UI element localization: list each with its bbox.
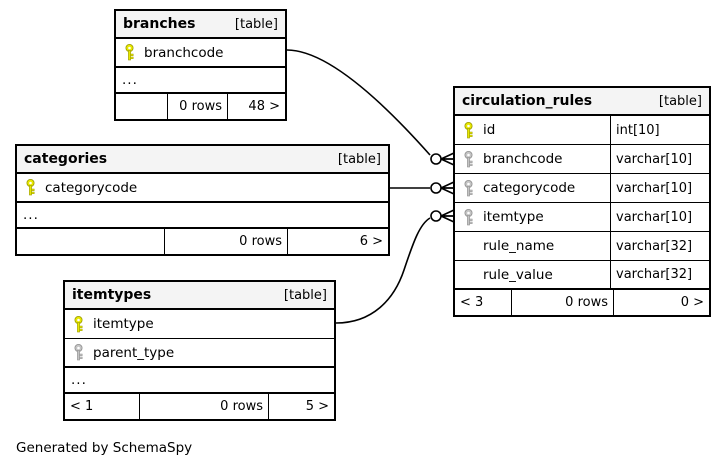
table-categories[interactable]: categories [table] categorycode ... 0 ro… xyxy=(15,144,390,256)
column-circulation-rules-itemtype-main: itemtype xyxy=(455,203,610,231)
cardinality-zero-marker xyxy=(430,153,442,165)
column-circulation-rules-rule-name-type: varchar[32] xyxy=(610,232,709,260)
column-circulation-rules-rule-value-main: rule_value xyxy=(455,261,610,288)
table-branches-footer-rows: 0 rows xyxy=(168,94,228,119)
column-itemtypes-parent-type-main: parent_type xyxy=(65,339,334,366)
table-itemtypes[interactable]: itemtypes [table] itemtype parent_type .… xyxy=(63,280,336,421)
diagram-caption: Generated by SchemaSpy xyxy=(16,440,193,456)
column-circulation-rules-itemtype-label: itemtype xyxy=(483,209,544,225)
column-circulation-rules-itemtype[interactable]: itemtype varchar[10] xyxy=(455,203,709,232)
table-circulation-rules-header: circulation_rules [table] xyxy=(455,88,709,116)
column-circulation-rules-branchcode-type: varchar[10] xyxy=(610,145,709,173)
column-circulation-rules-branchcode-label: branchcode xyxy=(483,151,563,167)
primary-key-icon xyxy=(24,179,37,196)
table-branches-header: branches [table] xyxy=(116,11,285,39)
column-circulation-rules-categorycode-type: varchar[10] xyxy=(610,174,709,202)
table-branches[interactable]: branches [table] branchcode ... 0 rows 4… xyxy=(114,9,287,121)
table-itemtypes-kind: [table] xyxy=(283,287,327,303)
relationship-categories-circulation-rules xyxy=(390,181,455,195)
primary-key-icon xyxy=(462,121,475,139)
column-circulation-rules-id-type: int[10] xyxy=(610,116,709,144)
table-circulation-rules-footer: < 3 0 rows 0 > xyxy=(455,290,709,315)
column-circulation-rules-id-label: id xyxy=(483,122,496,138)
column-circulation-rules-itemtype-type: varchar[10] xyxy=(610,203,709,231)
column-itemtypes-itemtype-label: itemtype xyxy=(93,316,154,332)
column-circulation-rules-rule-name[interactable]: rule_name varchar[32] xyxy=(455,232,709,261)
column-circulation-rules-rule-value[interactable]: rule_value varchar[32] xyxy=(455,261,709,290)
table-categories-footer: 0 rows 6 > xyxy=(17,229,388,254)
foreign-key-icon xyxy=(462,179,475,197)
primary-key-icon xyxy=(72,315,85,333)
column-circulation-rules-rule-value-type: varchar[32] xyxy=(610,261,709,288)
column-branches-branchcode-main: branchcode xyxy=(116,39,285,66)
table-branches-more: ... xyxy=(116,68,285,94)
column-categories-categorycode-main: categorycode xyxy=(17,174,388,201)
table-itemtypes-footer-rows: 0 rows xyxy=(140,394,269,419)
column-circulation-rules-branchcode-main: branchcode xyxy=(455,145,610,173)
table-itemtypes-more: ... xyxy=(65,368,334,394)
table-itemtypes-header: itemtypes [table] xyxy=(65,282,334,310)
column-circulation-rules-id[interactable]: id int[10] xyxy=(455,116,709,145)
column-circulation-rules-id-main: id xyxy=(455,116,610,144)
table-categories-footer-left[interactable] xyxy=(17,229,165,254)
table-branches-kind: [table] xyxy=(234,16,278,32)
foreign-key-icon xyxy=(462,150,475,168)
table-circulation-rules[interactable]: circulation_rules [table] id int[10] bra… xyxy=(453,86,711,317)
table-circulation-rules-name: circulation_rules xyxy=(462,93,593,109)
table-itemtypes-name: itemtypes xyxy=(72,287,152,303)
table-circulation-rules-footer-left[interactable]: < 3 xyxy=(455,290,512,315)
table-branches-footer-left[interactable] xyxy=(116,94,168,119)
primary-key-icon xyxy=(123,44,136,61)
column-itemtypes-itemtype-main: itemtype xyxy=(65,310,334,338)
column-branches-branchcode[interactable]: branchcode xyxy=(116,39,285,68)
table-branches-footer: 0 rows 48 > xyxy=(116,94,285,119)
table-circulation-rules-kind: [table] xyxy=(658,93,702,109)
table-circulation-rules-footer-right[interactable]: 0 > xyxy=(680,295,704,310)
table-itemtypes-footer: < 1 0 rows 5 > xyxy=(65,394,334,419)
column-itemtypes-itemtype[interactable]: itemtype xyxy=(65,310,334,339)
column-circulation-rules-categorycode[interactable]: categorycode varchar[10] xyxy=(455,174,709,203)
table-categories-kind: [table] xyxy=(337,151,381,167)
column-branches-branchcode-label: branchcode xyxy=(144,44,224,61)
table-categories-footer-rows: 0 rows xyxy=(165,229,288,254)
column-itemtypes-parent-type-label: parent_type xyxy=(93,344,175,361)
foreign-key-icon xyxy=(72,344,85,361)
column-categories-categorycode[interactable]: categorycode xyxy=(17,174,388,203)
column-circulation-rules-rule-name-main: rule_name xyxy=(455,232,610,260)
column-circulation-rules-rule-value-label: rule_value xyxy=(483,266,553,283)
table-categories-footer-right[interactable]: 6 > xyxy=(359,234,383,249)
column-itemtypes-parent-type[interactable]: parent_type xyxy=(65,339,334,368)
column-circulation-rules-branchcode[interactable]: branchcode varchar[10] xyxy=(455,145,709,174)
table-branches-name: branches xyxy=(123,16,196,32)
column-circulation-rules-categorycode-label: categorycode xyxy=(483,180,576,196)
table-categories-header: categories [table] xyxy=(17,146,388,174)
column-circulation-rules-categorycode-main: categorycode xyxy=(455,174,610,202)
cardinality-zero-marker xyxy=(430,182,442,194)
table-circulation-rules-footer-rows: 0 rows xyxy=(512,290,614,315)
table-branches-footer-right[interactable]: 48 > xyxy=(248,99,280,114)
table-itemtypes-footer-left[interactable]: < 1 xyxy=(65,394,140,419)
column-circulation-rules-rule-name-label: rule_name xyxy=(483,238,555,254)
column-categories-categorycode-label: categorycode xyxy=(45,179,138,196)
table-categories-name: categories xyxy=(24,151,108,167)
table-itemtypes-footer-right[interactable]: 5 > xyxy=(305,399,329,414)
foreign-key-icon xyxy=(462,208,475,226)
table-categories-more: ... xyxy=(17,203,388,229)
cardinality-zero-marker xyxy=(430,210,442,222)
